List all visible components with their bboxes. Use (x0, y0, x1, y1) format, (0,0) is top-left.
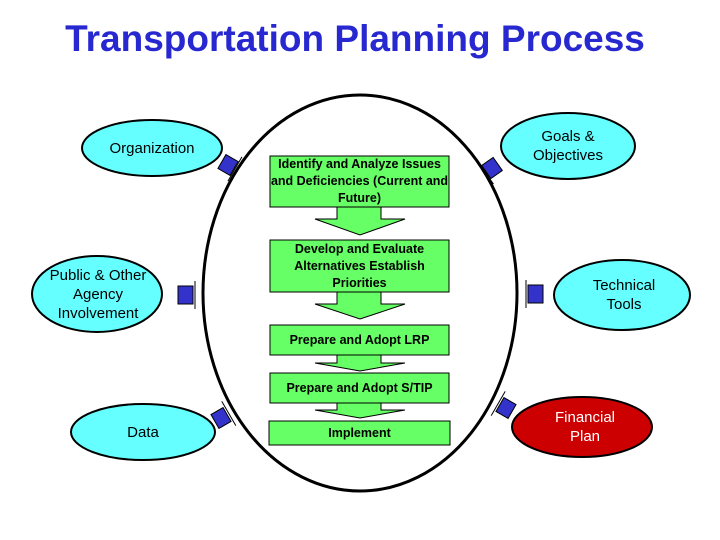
organization-ellipse (81, 119, 223, 177)
page-title: Transportation Planning Process (65, 18, 645, 59)
connector-icon (490, 391, 517, 420)
step-box (269, 324, 450, 356)
step-box (268, 420, 451, 446)
step-box (269, 155, 450, 208)
step-develop: Develop and Evaluate Alternatives Establ… (294, 241, 425, 290)
connector-icon (177, 281, 196, 309)
financial-ellipse (511, 396, 653, 458)
step-box (269, 372, 450, 404)
connector-icon (525, 280, 544, 308)
step-box (269, 239, 450, 293)
arrow-icon (314, 206, 406, 236)
data-ellipse (70, 403, 216, 461)
organization-label: Organization (109, 139, 195, 157)
step-identify: Identify and Analyze Issues and Deficien… (270, 157, 449, 205)
goals-ellipse (500, 112, 636, 180)
public-ellipse (31, 255, 163, 333)
step-stip: Prepare and Adopt S/TIP (286, 380, 433, 395)
arrow-icon (314, 354, 406, 372)
connector-icon (477, 156, 504, 185)
public-label: Public & Other Agency Involvement (49, 266, 147, 322)
goals-label: Goals & Objectives (532, 128, 604, 164)
connector-icon (210, 401, 237, 430)
technical-label: Technical Tools (592, 277, 656, 313)
financial-label: Financial Plan (554, 409, 616, 445)
step-lrp: Prepare and Adopt LRP (289, 332, 430, 347)
arrow-icon (314, 291, 406, 320)
connector-icon (217, 153, 243, 182)
arrow-icon (314, 402, 406, 419)
technical-ellipse (553, 259, 691, 331)
data-label: Data (127, 423, 159, 441)
step-implement: Implement (328, 425, 391, 440)
